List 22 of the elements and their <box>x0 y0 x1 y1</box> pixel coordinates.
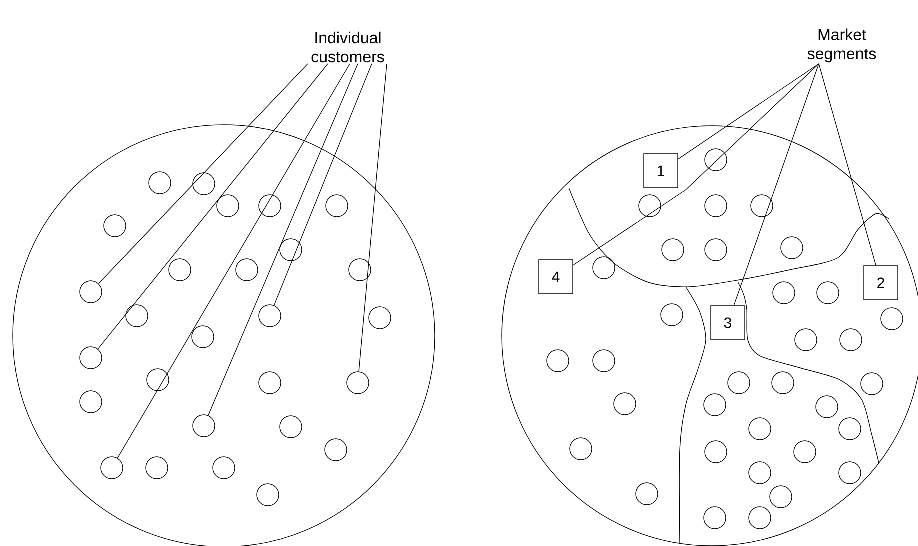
leader-line <box>573 64 820 266</box>
label-text: Market segments <box>808 28 876 63</box>
leader-line <box>274 64 372 306</box>
segment-number-box: 4 <box>538 260 574 294</box>
leader-line <box>818 64 876 266</box>
leader-line <box>358 64 388 372</box>
label-text: Individual customers <box>312 32 384 63</box>
customer-circle <box>258 304 282 328</box>
segment-number-box: 2 <box>864 266 898 300</box>
customer-circle <box>80 280 102 304</box>
leader-line <box>117 64 350 459</box>
leader-line <box>734 64 820 306</box>
leader-line <box>98 64 328 350</box>
leader-line <box>98 64 308 284</box>
customer-circle <box>346 372 370 394</box>
segment-number-box: 1 <box>644 154 678 188</box>
customer-circle <box>192 414 216 438</box>
leader-line <box>678 64 820 160</box>
customer-circle <box>100 456 124 480</box>
customer-circle <box>80 346 102 370</box>
leader-line <box>208 64 358 416</box>
segment-number-box: 3 <box>710 306 746 340</box>
